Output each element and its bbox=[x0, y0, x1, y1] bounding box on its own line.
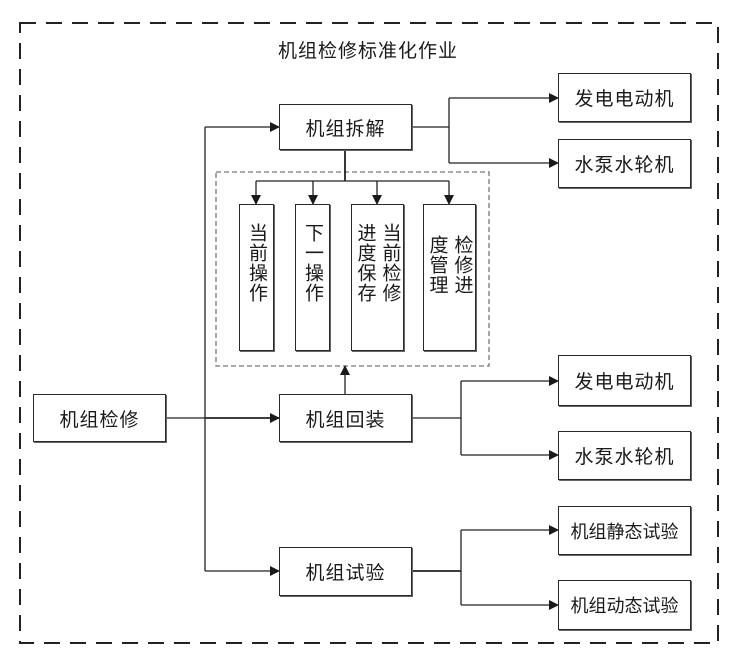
op-label-col-1: 当前检修 bbox=[379, 223, 402, 303]
target-label: 发电电动机 bbox=[574, 371, 675, 393]
op-label-col-1: 检修进 bbox=[451, 235, 474, 295]
operations-frame bbox=[215, 171, 490, 367]
target-pump-2: 水泵水轮机 bbox=[558, 431, 691, 480]
target-static-test: 机组静态试验 bbox=[558, 506, 691, 555]
op-label: 当前操作 bbox=[246, 223, 268, 303]
op-save-progress: 进度保存 当前检修 bbox=[351, 204, 404, 351]
target-label: 发电电动机 bbox=[574, 88, 675, 110]
root-node: 机组检修 bbox=[33, 394, 166, 442]
target-label: 水泵水轮机 bbox=[574, 154, 675, 176]
op-label-col-2: 度管理 bbox=[426, 235, 449, 295]
op-label: 下一操作 bbox=[302, 223, 324, 303]
stage-label: 机组回装 bbox=[305, 408, 386, 431]
op-current: 当前操作 bbox=[239, 204, 274, 351]
stage-disassembly: 机组拆解 bbox=[279, 104, 412, 150]
target-dynamic-test: 机组动态试验 bbox=[558, 580, 691, 630]
op-label-col-2: 进度保存 bbox=[354, 223, 377, 303]
outer-frame bbox=[19, 22, 719, 644]
stage-testing: 机组试验 bbox=[279, 547, 412, 596]
stage-label: 机组试验 bbox=[305, 562, 386, 584]
target-label: 机组动态试验 bbox=[570, 596, 679, 617]
op-next: 下一操作 bbox=[295, 204, 330, 351]
target-label: 水泵水轮机 bbox=[574, 446, 675, 468]
stage-label: 机组拆解 bbox=[305, 117, 386, 140]
target-pump-1: 水泵水轮机 bbox=[558, 139, 691, 188]
diagram-title: 机组检修标准化作业 bbox=[277, 40, 458, 62]
target-motor-2: 发电电动机 bbox=[558, 355, 691, 406]
target-motor-1: 发电电动机 bbox=[558, 73, 691, 122]
root-node-label: 机组检修 bbox=[59, 408, 140, 431]
op-progress-management: 度管理 检修进 bbox=[423, 204, 476, 351]
stage-reassembly: 机组回装 bbox=[279, 394, 412, 442]
target-label: 机组静态试验 bbox=[570, 521, 679, 543]
